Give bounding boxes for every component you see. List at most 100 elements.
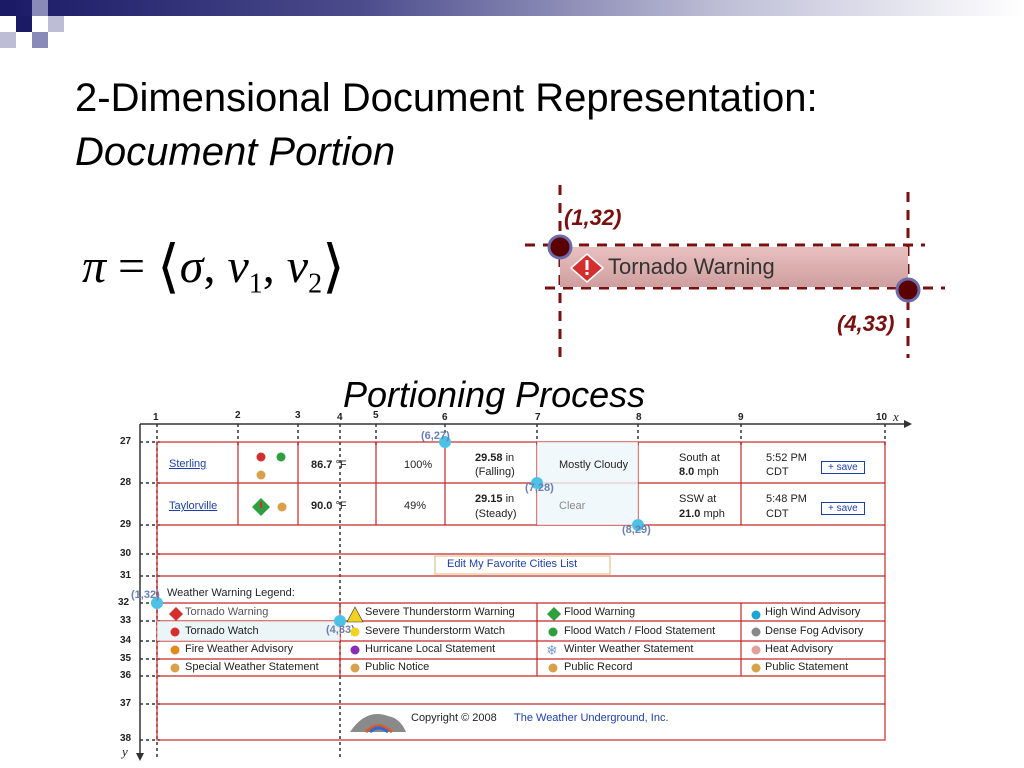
y-tick: 35 <box>120 653 132 664</box>
pressure: 29.15 in <box>475 493 515 505</box>
tornado-warning-portion <box>560 247 908 287</box>
point-label: (1,32) <box>131 589 160 601</box>
save-button[interactable]: + save <box>821 502 865 515</box>
legend-item: Flood Watch / Flood Statement <box>564 625 716 637</box>
humidity: 49% <box>404 500 427 512</box>
point-label: (7,28) <box>525 482 554 494</box>
y-tick: 28 <box>120 477 132 488</box>
conditions: Mostly Cloudy <box>559 459 629 471</box>
x-tick: 5 <box>373 410 379 421</box>
obs-tz: CDT <box>766 508 789 520</box>
x-axis-label: x <box>893 409 899 424</box>
corner-square <box>0 32 16 48</box>
warning-icon <box>570 253 604 283</box>
corner-square <box>16 16 32 32</box>
wind-speed: 8.0 mph <box>679 466 719 478</box>
x-tick: 4 <box>337 412 343 423</box>
grid-overlay <box>136 420 912 761</box>
obs-time: 5:48 PM <box>766 493 807 505</box>
pressure-trend: (Steady) <box>475 508 517 520</box>
legend-icons: ❄ <box>169 606 761 673</box>
svg-text:❄: ❄ <box>546 642 558 658</box>
end-point-marker <box>895 277 921 303</box>
temperature: 90.0 °F <box>311 500 347 512</box>
y-tick: 34 <box>120 635 132 646</box>
legend-item: Severe Thunderstorm Warning <box>365 606 515 618</box>
legend-item: Heat Advisory <box>765 643 833 655</box>
x-tick: 3 <box>295 410 301 421</box>
city-link-sterling[interactable]: Sterling <box>169 458 207 470</box>
legend-item: High Wind Advisory <box>765 606 861 618</box>
zoom-guides <box>525 185 945 358</box>
legend-item: Tornado Warning <box>185 606 269 618</box>
edit-cities-link[interactable]: Edit My Favorite Cities List <box>447 558 578 570</box>
y-tick: 38 <box>120 733 132 744</box>
x-tick: 9 <box>738 412 744 423</box>
footer-link[interactable]: The Weather Underground, Inc. <box>514 712 669 724</box>
city-link-taylorville[interactable]: Taylorville <box>169 500 218 512</box>
y-tick: 30 <box>120 548 132 559</box>
formula-v1: v <box>227 240 249 293</box>
legend-item: Fire Weather Advisory <box>185 643 294 655</box>
corner-square <box>32 0 48 16</box>
y-tick: 32 <box>118 597 130 608</box>
legend-item: Public Notice <box>365 661 430 673</box>
y-tick: 37 <box>120 698 132 709</box>
x-tick: 10 <box>876 412 888 423</box>
weather-underground-logo <box>350 714 406 734</box>
formula-v2: v <box>286 240 309 293</box>
temperature: 86.7 °F <box>311 459 347 471</box>
coord-end: (4,33) <box>837 311 895 336</box>
formula-langle: ⟨ <box>157 234 180 299</box>
pressure-trend: (Falling) <box>475 466 515 478</box>
legend-item: Special Weather Statement <box>185 661 319 673</box>
legend-item: Severe Thunderstorm Watch <box>365 625 506 637</box>
slide-title-italic: Document Portion <box>75 130 396 174</box>
legend-item: Tornado Watch <box>185 625 259 637</box>
start-point-marker <box>547 234 573 260</box>
legend-item: Dense Fog Advisory <box>765 625 864 637</box>
wind-dir: SSW at <box>679 493 717 505</box>
y-tick: 36 <box>120 670 132 681</box>
corner-square <box>0 0 16 16</box>
point-label: (6,27) <box>421 430 450 442</box>
x-tick: 7 <box>535 412 541 423</box>
conditions: Clear <box>559 500 586 512</box>
x-tick: 6 <box>442 412 448 423</box>
x-tick: 8 <box>636 412 642 423</box>
x-tick: 1 <box>153 412 159 423</box>
portion-formula: π = ⟨σ, v1, v2⟩ <box>82 234 345 300</box>
formula-sigma: σ <box>179 240 204 293</box>
legend-item: Hurricane Local Statement <box>365 643 496 655</box>
y-tick: 33 <box>120 615 132 626</box>
formula-rangle: ⟩ <box>322 234 345 299</box>
obs-time: 5:52 PM <box>766 452 807 464</box>
formula-sub2: 2 <box>308 268 323 300</box>
humidity: 100% <box>404 459 433 471</box>
corner-square <box>32 32 48 48</box>
legend-item: Public Record <box>564 661 633 673</box>
formula-pi: π <box>82 240 107 293</box>
legend-title: Weather Warning Legend: <box>167 587 295 599</box>
section-subtitle: Portioning Process <box>343 374 646 415</box>
coord-start: (1,32) <box>564 205 622 230</box>
top-gradient-bar <box>0 0 1024 16</box>
zoom-tornado-label: Tornado Warning <box>608 254 775 279</box>
y-tick: 27 <box>120 436 132 447</box>
y-axis-label: y <box>122 744 128 759</box>
obs-tz: CDT <box>766 466 789 478</box>
formula-equals: = <box>118 240 146 293</box>
save-button[interactable]: + save <box>821 461 865 474</box>
legend-item: Public Statement <box>765 661 849 673</box>
slide-title: 2-Dimensional Document Representation: <box>75 76 818 120</box>
warning-icons <box>256 452 286 480</box>
wind-dir: South at <box>679 452 720 464</box>
wind-speed: 21.0 mph <box>679 508 725 520</box>
warning-icons <box>252 498 287 516</box>
point-label: (8,29) <box>622 524 651 536</box>
point-label: (4,33) <box>326 624 355 636</box>
y-tick: 31 <box>120 570 132 581</box>
corner-square <box>48 16 64 32</box>
footer-copyright: Copyright © 2008 <box>411 712 497 724</box>
formula-sub1: 1 <box>248 268 263 300</box>
